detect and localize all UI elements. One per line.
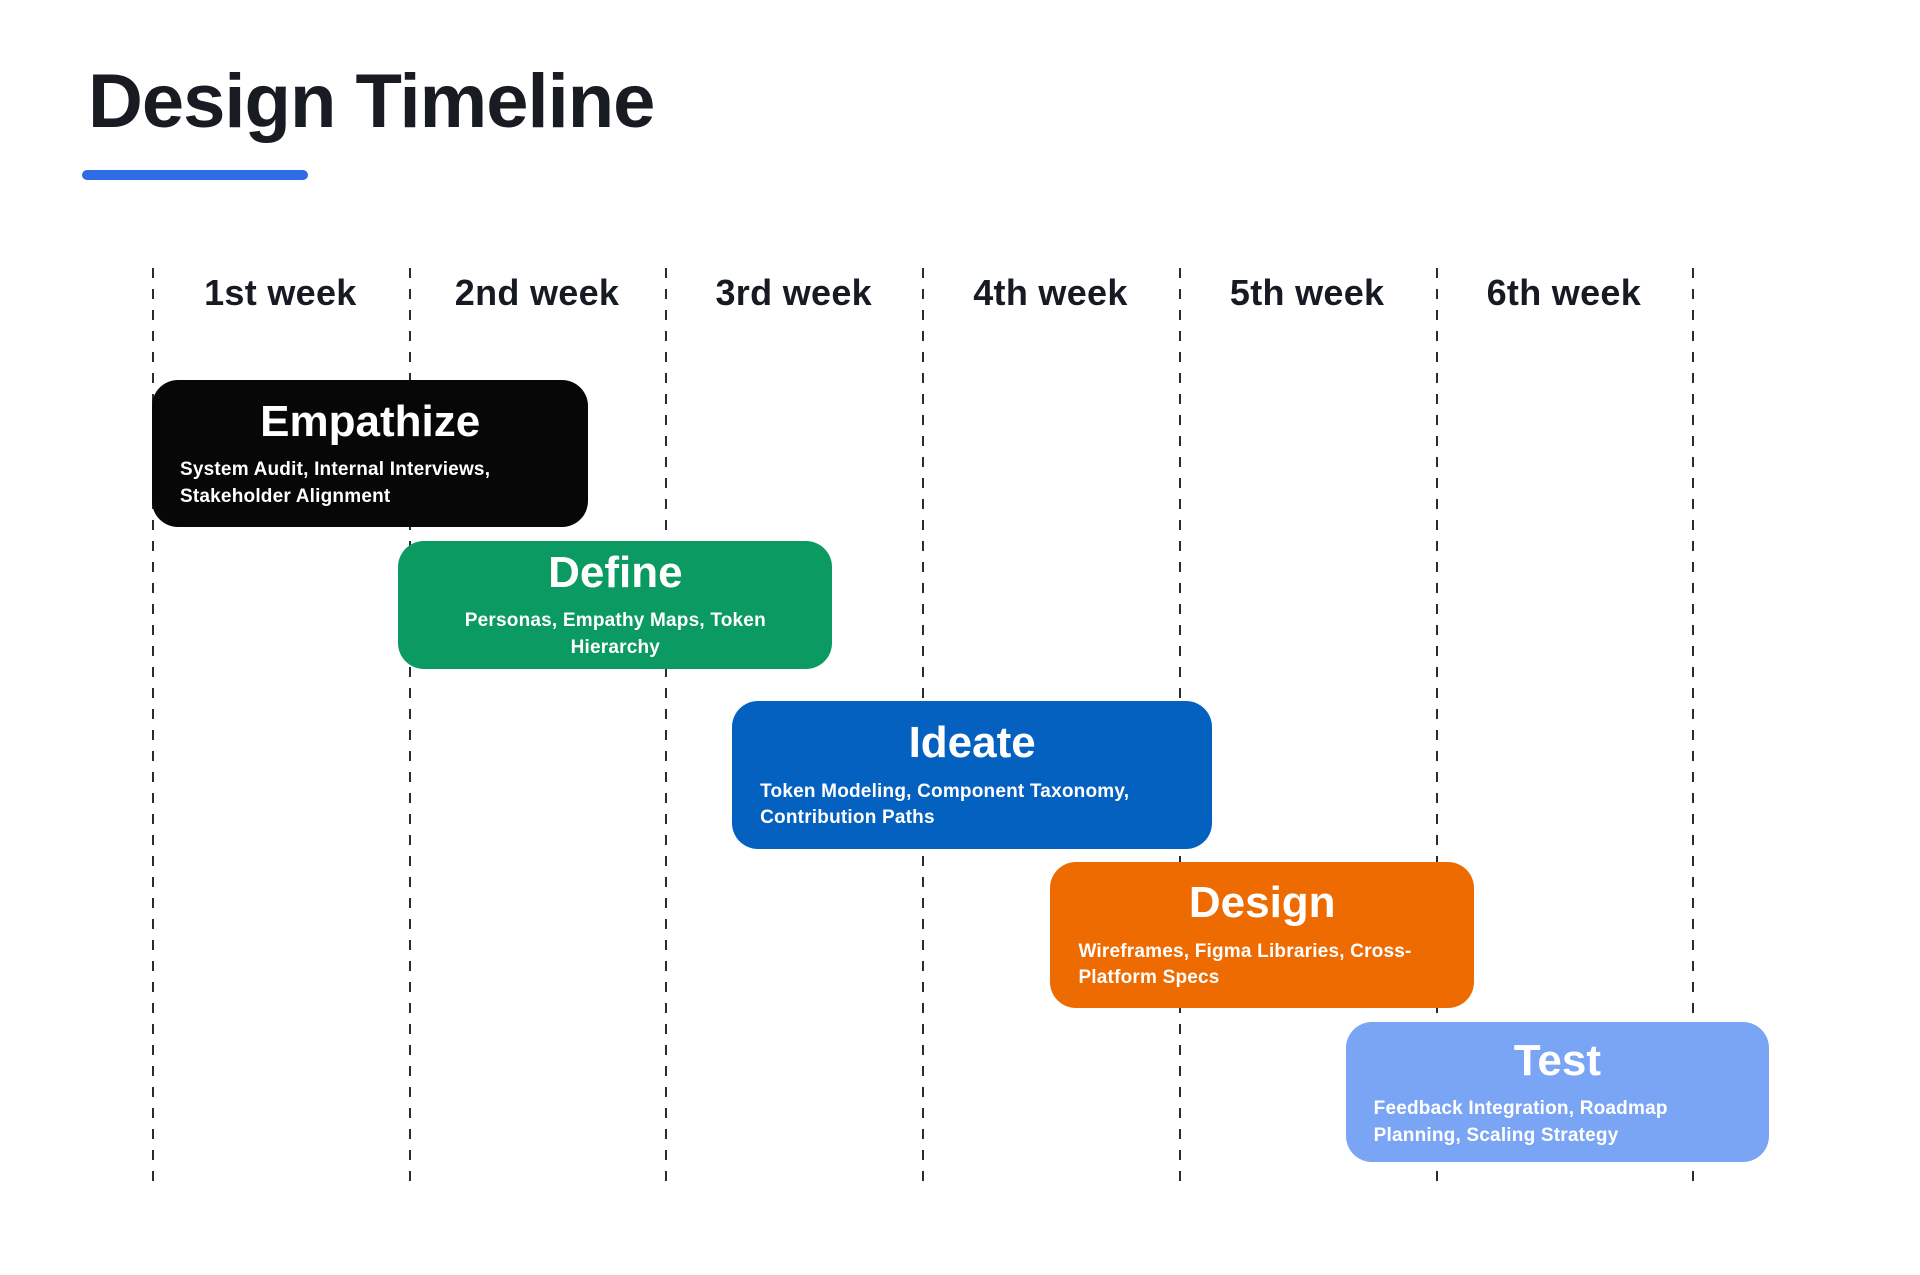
phase-details: Personas, Empathy Maps, Token Hierarchy [464, 610, 766, 658]
phase-title: Design [1188, 877, 1336, 927]
phase-title: Ideate [908, 718, 1036, 768]
week-label: 3rd week [715, 272, 872, 313]
phase-details: Wireframes, Figma Libraries, Cross-Platf… [1078, 940, 1412, 989]
phase-title: Empathize [260, 396, 481, 446]
week-gridline [1435, 268, 1438, 1188]
week-label: 6th week [1486, 272, 1642, 313]
week-label: 4th week [973, 272, 1128, 313]
phase-details: Feedback Integration, Roadmap Planning, … [1373, 1098, 1668, 1146]
phase-details: System Audit, Internal Interviews, Stake… [180, 459, 491, 507]
week-gridline [1692, 268, 1695, 1188]
week-label: 2nd week [454, 272, 620, 313]
week-gridline [152, 268, 154, 1188]
phase-details: Token Modeling, Component Taxonomy, Cont… [760, 780, 1130, 829]
phase-title: Test [1513, 1035, 1602, 1085]
week-label: 1st week [204, 272, 357, 313]
week-label: 5th week [1229, 272, 1385, 313]
phase-title: Define [548, 547, 683, 597]
week-gridline [665, 268, 668, 1188]
title-underline [82, 170, 308, 180]
page-title: Design Timeline [88, 59, 655, 144]
week-gridline [408, 268, 411, 1188]
